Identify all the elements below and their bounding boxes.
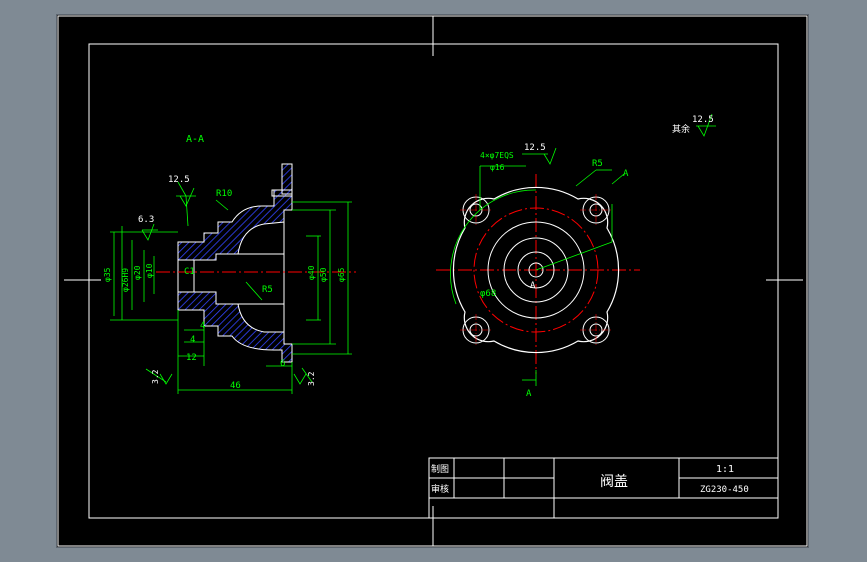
title-block (428, 457, 779, 519)
holes-callout: 4×φ7EQS (480, 151, 514, 160)
boss-outer-circle (487, 221, 585, 319)
material: ZG230-450 (700, 485, 749, 495)
dim-d20: φ20 (133, 265, 142, 280)
plan-dim-bolt-circle: φ68 (480, 289, 496, 299)
dim-r5: R5 (262, 285, 273, 295)
dim-len-4b: 4 (190, 335, 195, 345)
counterbore-dim: φ16 (490, 163, 505, 172)
section-body-lower (177, 291, 293, 363)
plan-dim-r5: R5 (592, 159, 603, 169)
bolt-circle-line (473, 207, 599, 333)
section-mark-bottom: A (526, 389, 532, 399)
roughness-inner: 6.3 (138, 215, 154, 225)
roughness-holes: 12.5 (524, 143, 546, 153)
title-row2-label: 审核 (431, 483, 449, 495)
boss-inner-circle (517, 251, 555, 289)
title-row1-label: 制图 (431, 463, 449, 475)
dim-c1: C1 (184, 267, 195, 277)
section-body-upper (177, 163, 293, 261)
drawing-sheet: A-A (56, 14, 809, 548)
dim-len-12: 12 (186, 353, 197, 363)
dim-d26h9: φ26H9 (121, 268, 130, 292)
bore-chamfer (177, 259, 195, 293)
dim-d50: φ50 (319, 267, 328, 282)
dim-len-46: 46 (230, 381, 241, 391)
drawing-canvas: A-A (57, 15, 808, 547)
flange-tab-top (281, 163, 293, 195)
inner-frame (88, 43, 779, 519)
scale: 1:1 (716, 464, 734, 475)
plan-view: 4×φ7EQS φ16 12.5 R5 φ68 A A A 其余 12.5 (436, 113, 716, 399)
roughness-top-left: 12.5 (168, 175, 190, 185)
section-view: A-A (103, 134, 356, 394)
dim-len-6: 6 (280, 359, 285, 369)
dim-d65: φ65 (337, 267, 346, 282)
flange-step (271, 189, 293, 197)
roughness-other-label: 其余 (672, 123, 690, 135)
roughness-other-value: 12.5 (692, 115, 714, 125)
dim-d10: φ10 (145, 263, 154, 278)
section-mark-top: A (623, 169, 629, 179)
flange-outline (452, 186, 620, 354)
dim-r10: R10 (216, 189, 232, 199)
boss-mid-circle (503, 237, 569, 303)
roughness-bottom-left: 3.2 (151, 369, 160, 384)
dim-d40: φ40 (307, 265, 316, 280)
bore-circle (528, 262, 544, 278)
part-name: 阀盖 (600, 474, 628, 490)
dim-d35: φ35 (103, 267, 112, 282)
section-label: A-A (186, 134, 204, 145)
dim-len-4a: 4 (200, 321, 205, 331)
section-mark-center: A (530, 281, 536, 291)
roughness-bottom-right: 3.2 (307, 371, 316, 386)
